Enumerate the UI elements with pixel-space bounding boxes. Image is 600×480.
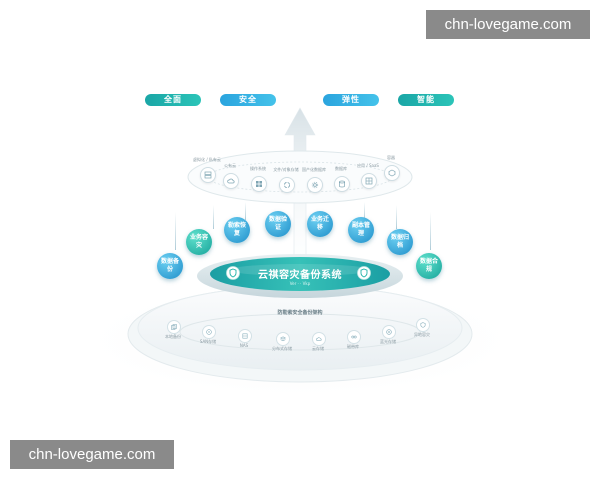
cloud-icon <box>316 337 322 341</box>
pill-anquan: 安全 <box>220 94 276 106</box>
top-label-domestic-db: 国产化数据库 <box>302 167 326 172</box>
nas-icon <box>242 333 248 339</box>
bubble-copy-management: 副本管理 <box>348 217 374 243</box>
top-node-domestic-db <box>307 177 323 193</box>
base-label-local: 本地备份 <box>165 334 181 339</box>
base-plate <box>137 285 463 371</box>
shield-icon <box>357 266 371 280</box>
pill-tanxing: 弹性 <box>323 94 379 106</box>
stem-1 <box>175 212 176 250</box>
top-label-saas: 应用 / SaaS <box>357 163 379 168</box>
top-label-virtualization: 虚拟化 / 私有云 <box>193 157 221 162</box>
bubble-ransomware-recovery: 勒索恢复 <box>224 217 250 243</box>
base-node-offsite <box>416 318 430 332</box>
stem-8 <box>430 212 431 250</box>
base-node-san <box>202 325 216 339</box>
bubble-data-backup: 数据备份 <box>157 253 183 279</box>
base-label-nas: NAS <box>239 343 249 348</box>
base-node-cloud <box>312 332 326 346</box>
base-label-bluray: 蓝光存储 <box>380 339 396 344</box>
base-label-cloud: 云存储 <box>312 346 324 351</box>
base-node-bluray <box>382 325 396 339</box>
top-node-saas <box>361 173 377 189</box>
stem-7 <box>396 205 397 229</box>
grid-icon <box>365 177 373 185</box>
pill-quanmian: 全面 <box>145 94 201 106</box>
stem-6 <box>364 202 365 220</box>
copy-icon <box>171 324 177 330</box>
stem-3 <box>245 202 246 220</box>
tape-icon <box>351 335 357 339</box>
bubble-data-verify: 数据验证 <box>265 211 291 237</box>
watermark-top: chn-lovegame.com <box>426 10 590 39</box>
top-label-database: 数据库 <box>335 166 347 171</box>
watermark-bottom: chn-lovegame.com <box>10 440 174 469</box>
top-ring-outer <box>187 150 413 204</box>
top-node-container <box>384 165 400 181</box>
base-node-distributed <box>276 332 290 346</box>
bubble-business-dr: 业务容灾 <box>186 229 212 255</box>
layers-icon <box>280 336 286 342</box>
bubble-data-archive: 数据归档 <box>387 229 413 255</box>
cloud-icon <box>227 178 235 184</box>
pill-zhineng: 智能 <box>398 94 454 106</box>
base-title: 防勒索安全备份架构 <box>277 310 323 316</box>
top-node-database <box>334 176 350 192</box>
disk-icon <box>206 329 212 335</box>
top-label-storage: 文件/对象存储 <box>273 167 299 172</box>
recycle-icon <box>284 182 290 188</box>
base-node-local <box>167 320 181 334</box>
top-label-container: 容器 <box>387 155 395 160</box>
top-node-server <box>200 167 216 183</box>
base-label-distributed: 分布式存储 <box>272 346 292 351</box>
center-disc <box>210 257 390 291</box>
server-icon <box>204 171 212 179</box>
base-label-tape: 磁带库 <box>347 344 359 349</box>
window-icon <box>256 181 262 187</box>
gear-icon <box>311 181 319 189</box>
base-label-offsite: 异地容灾 <box>414 332 430 337</box>
top-node-cloud <box>223 173 239 189</box>
container-icon <box>388 169 396 177</box>
disc-icon <box>386 329 392 335</box>
center-subtitle: Ver · · Vkp <box>289 281 311 286</box>
base-label-san: SAN存储 <box>199 339 217 344</box>
shield-icon <box>226 266 240 280</box>
base-node-tape <box>347 330 361 344</box>
bubble-data-compliance: 数据合规 <box>416 253 442 279</box>
base-ring-path <box>179 313 421 351</box>
shield-icon <box>420 322 426 328</box>
top-node-storage <box>279 177 295 193</box>
center-title: 云祺容灾备份系统 <box>258 270 342 281</box>
top-label-os: 操作系统 <box>250 166 266 171</box>
stem-2 <box>213 205 214 229</box>
database-icon <box>339 180 345 188</box>
center-disc-highlight <box>230 264 370 276</box>
bubble-business-migration: 业务迁移 <box>307 211 333 237</box>
base-node-nas <box>238 329 252 343</box>
top-label-public-cloud: 公有云 <box>224 163 236 168</box>
top-node-os <box>251 176 267 192</box>
